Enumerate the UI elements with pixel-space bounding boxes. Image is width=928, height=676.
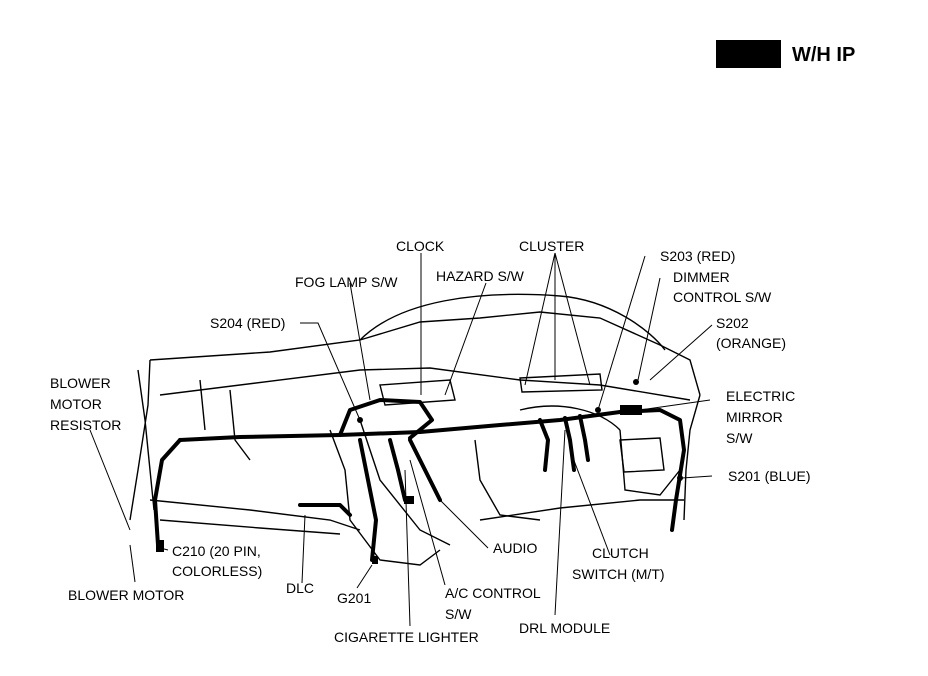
connectors <box>156 379 683 564</box>
label-blower-resistor-1: BLOWER <box>50 375 111 391</box>
instrument-panel-outline <box>129 293 701 566</box>
label-s203: S203 (RED) <box>660 248 735 264</box>
mirror-connector <box>620 405 642 415</box>
g201-ground <box>372 556 378 564</box>
leader-lines <box>89 252 713 627</box>
label-clock: CLOCK <box>396 238 445 254</box>
label-dimmer-2: CONTROL S/W <box>673 289 772 305</box>
dlc-connector <box>404 496 414 504</box>
label-ac-control-2: S/W <box>445 606 472 622</box>
label-s201: S201 (BLUE) <box>728 468 810 484</box>
label-blower-motor: BLOWER MOTOR <box>68 587 184 603</box>
label-clutch-2: SWITCH (M/T) <box>572 566 665 582</box>
header-black-block <box>716 40 781 68</box>
label-ac-control-1: A/C CONTROL <box>445 585 541 601</box>
label-clutch-1: CLUTCH <box>592 545 649 561</box>
label-cluster: CLUSTER <box>519 238 584 254</box>
c210-connector <box>156 540 164 552</box>
label-electric-mirror-2: MIRROR <box>726 409 783 425</box>
component-labels: CLOCK CLUSTER S203 (RED) DIMMER CONTROL … <box>50 238 810 645</box>
label-cigarette-lighter: CIGARETTE LIGHTER <box>334 629 479 645</box>
label-s202-1: S202 <box>716 315 749 331</box>
label-s204: S204 (RED) <box>210 315 285 331</box>
label-dimmer-1: DIMMER <box>673 269 730 285</box>
label-dlc: DLC <box>286 580 314 596</box>
label-electric-mirror-1: ELECTRIC <box>726 388 795 404</box>
label-blower-resistor-3: RESISTOR <box>50 417 121 433</box>
main-harness <box>153 398 686 562</box>
s202-splice <box>633 379 639 385</box>
s201-splice <box>677 475 683 481</box>
label-hazard: HAZARD S/W <box>436 268 525 284</box>
label-c210-1: C210 (20 PIN, <box>172 543 261 559</box>
label-audio: AUDIO <box>493 540 537 556</box>
label-drl-module: DRL MODULE <box>519 620 610 636</box>
label-blower-resistor-2: MOTOR <box>50 396 102 412</box>
label-fog-lamp: FOG LAMP S/W <box>295 274 398 290</box>
page-title: W/H IP <box>792 44 855 66</box>
label-s202-2: (ORANGE) <box>716 335 786 351</box>
label-c210-2: COLORLESS) <box>172 563 262 579</box>
label-electric-mirror-3: S/W <box>726 430 753 446</box>
label-g201: G201 <box>337 590 371 606</box>
